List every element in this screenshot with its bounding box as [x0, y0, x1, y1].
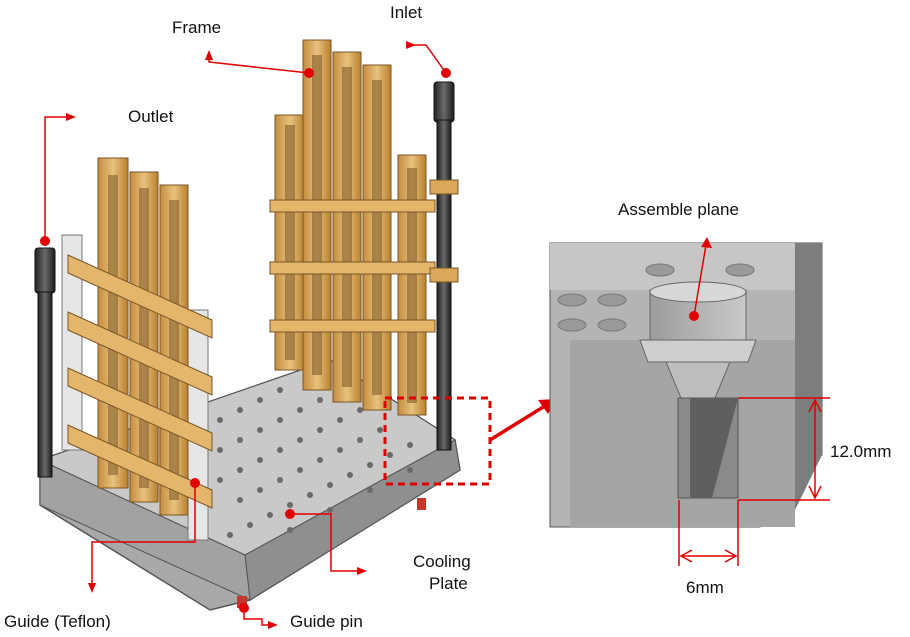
cooling-plate-dot	[285, 509, 295, 519]
dimension-height-label: 12.0mm	[830, 442, 892, 461]
cross-section-view	[549, 242, 823, 528]
guide-pin-dot	[239, 603, 249, 613]
dimension-height	[738, 397, 830, 501]
guide-pin-label: Guide pin	[290, 612, 363, 631]
zoom-region-box	[383, 396, 492, 486]
inlet-dot	[441, 68, 451, 78]
outlet-dot	[40, 236, 50, 246]
assemble-plane-dot	[689, 311, 699, 321]
cooling-plate-label-line2: Plate	[429, 574, 468, 593]
guide-teflon-rail	[61, 234, 83, 451]
inlet-pipe	[429, 81, 459, 451]
frame-dot	[304, 68, 314, 78]
frame-leader	[208, 53, 310, 74]
assemble-plane-label: Assemble plane	[618, 200, 739, 219]
guide-teflon-leader	[91, 483, 196, 587]
cooling-plate-label-line1: Cooling	[413, 552, 471, 571]
outlet-label: Outlet	[128, 107, 174, 126]
frame-arrow	[205, 50, 213, 60]
guide-pin-leader	[243, 608, 272, 626]
guide-pin-foot	[237, 596, 247, 608]
inlet-arrow	[406, 41, 416, 49]
assemble-plane-leader	[693, 244, 707, 317]
guide-pin-arrow	[268, 621, 278, 629]
frame-back	[269, 39, 436, 416]
cooling-plate-label: Cooling Plate	[413, 551, 471, 595]
guide-teflon-dot	[190, 478, 200, 488]
cooling-plate	[38, 359, 461, 611]
guide-teflon-label: Guide (Teflon)	[4, 612, 111, 631]
dimension-width-label: 6mm	[686, 578, 724, 597]
guide-teflon-arrow	[88, 583, 96, 593]
assemble-plane-arrow	[701, 237, 712, 248]
frame-label: Frame	[172, 18, 222, 37]
cooling-plate-leader	[290, 513, 361, 572]
outlet-leader	[44, 116, 70, 241]
outlet-pipe	[34, 247, 56, 478]
inlet-leader	[412, 44, 447, 74]
outlet-arrow	[66, 113, 76, 121]
inlet-label: Inlet	[390, 3, 423, 22]
cooling-plate-arrow	[357, 567, 367, 575]
guide-pin-foot	[417, 498, 426, 510]
dimension-width	[678, 500, 739, 566]
zoom-arrow	[489, 402, 549, 442]
